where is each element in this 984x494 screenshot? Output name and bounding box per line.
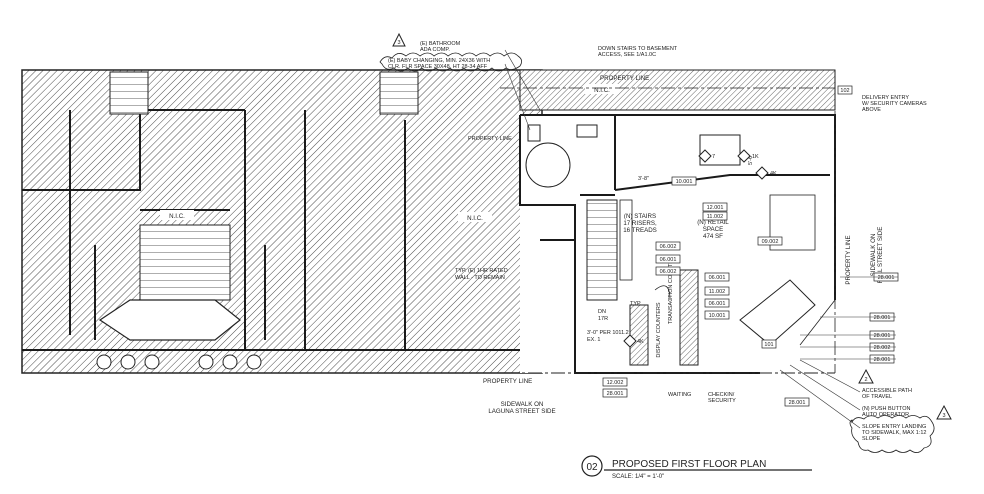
- svg-text:09.002: 09.002: [762, 239, 779, 245]
- svg-text:28.002: 28.002: [874, 345, 891, 351]
- svg-text:101: 101: [764, 342, 773, 348]
- svg-text:12.001: 12.001: [707, 205, 724, 211]
- svg-text:PROPERTY LINE: PROPERTY LINE: [468, 136, 512, 142]
- typ-label: TYP.: [630, 301, 642, 307]
- svg-text:N.I.C.: N.I.C.: [594, 87, 610, 94]
- svg-text:PROPERTY LINE: PROPERTY LINE: [483, 378, 532, 385]
- svg-text:06.002: 06.002: [660, 244, 677, 250]
- property-line-mid: PROPERTY LINE: [468, 136, 512, 142]
- svg-text:PROPERTY LINE: PROPERTY LINE: [845, 235, 852, 284]
- transaction-counter-label: TRANSACTION COUNTER: [668, 256, 674, 324]
- svg-text:7: 7: [712, 154, 715, 160]
- svg-text:N.I.C.: N.I.C.: [467, 215, 483, 222]
- dim-side: 5'-6": [748, 154, 754, 165]
- svg-text:PROPERTY LINE: PROPERTY LINE: [600, 75, 649, 82]
- svg-text:28.001: 28.001: [874, 357, 891, 363]
- retail-space-walls: [519, 114, 836, 374]
- drawing-title: PROPOSED FIRST FLOOR PLAN: [612, 459, 766, 470]
- sidewalk-fell-label: SIDEWALK ONFELL STREET SIDE: [870, 227, 884, 284]
- diamond-markers: 1K 4K 4K 7: [623, 149, 777, 348]
- svg-text:4K: 4K: [637, 339, 644, 345]
- nic-label-left: N.I.C.: [160, 210, 194, 220]
- tag-boxes: 10.001 12.001 11.002 06.002 09.002 06.00…: [602, 176, 899, 407]
- svg-text:06.002: 06.002: [660, 269, 677, 275]
- svg-text:06.001: 06.001: [709, 301, 726, 307]
- nic-label-mid: N.I.C.: [458, 212, 492, 222]
- svg-text:N.I.C.: N.I.C.: [169, 213, 185, 220]
- svg-text:28.001: 28.001: [789, 400, 806, 406]
- svg-text:28.001: 28.001: [874, 315, 891, 321]
- property-line-right: PROPERTY LINE: [834, 88, 852, 373]
- checkin-label: CHECKIN/SECURITY: [708, 392, 736, 404]
- drawing-scale: SCALE: 1/4" = 1'-0": [612, 474, 664, 480]
- nic-label-top: N.I.C.: [585, 84, 619, 94]
- svg-text:10.001: 10.001: [709, 313, 726, 319]
- existing-stair-top: [109, 71, 419, 115]
- display-counter-label: DISPLAY COUNTERS: [656, 302, 662, 357]
- property-line-bottom: PROPERTY LINE: [22, 372, 835, 385]
- svg-text:SIDEWALK ONFELL STREET SIDE: SIDEWALK ONFELL STREET SIDE: [870, 227, 884, 284]
- dim-top: 3'-8": [638, 176, 649, 182]
- svg-text:11.002: 11.002: [707, 214, 723, 220]
- svg-text:3: 3: [942, 413, 945, 419]
- svg-text:1K: 1K: [752, 154, 759, 160]
- svg-text:28.001: 28.001: [878, 275, 895, 281]
- svg-text:10.001: 10.001: [676, 179, 693, 185]
- svg-text:06.001: 06.001: [660, 257, 677, 263]
- fixture-row: [96, 354, 262, 370]
- property-line-top: PROPERTY LINE: [500, 75, 835, 89]
- svg-text:11.002: 11.002: [709, 289, 725, 295]
- title-block: 02 PROPOSED FIRST FLOOR PLAN SCALE: 1/4"…: [581, 455, 812, 480]
- svg-text:06.001: 06.001: [709, 275, 726, 281]
- svg-text:28.001: 28.001: [874, 333, 891, 339]
- svg-text:28.001: 28.001: [607, 391, 624, 397]
- revision-cloud-top: 3: [379, 32, 522, 72]
- waiting-label: WAITING: [668, 392, 691, 398]
- existing-stair-center: [98, 224, 241, 341]
- svg-text:3: 3: [397, 40, 400, 46]
- svg-text:4K: 4K: [770, 171, 777, 177]
- drawing-number: 02: [586, 462, 598, 473]
- svg-text:102: 102: [840, 88, 849, 94]
- svg-text:2: 2: [864, 377, 867, 383]
- svg-text:12.002: 12.002: [607, 380, 624, 386]
